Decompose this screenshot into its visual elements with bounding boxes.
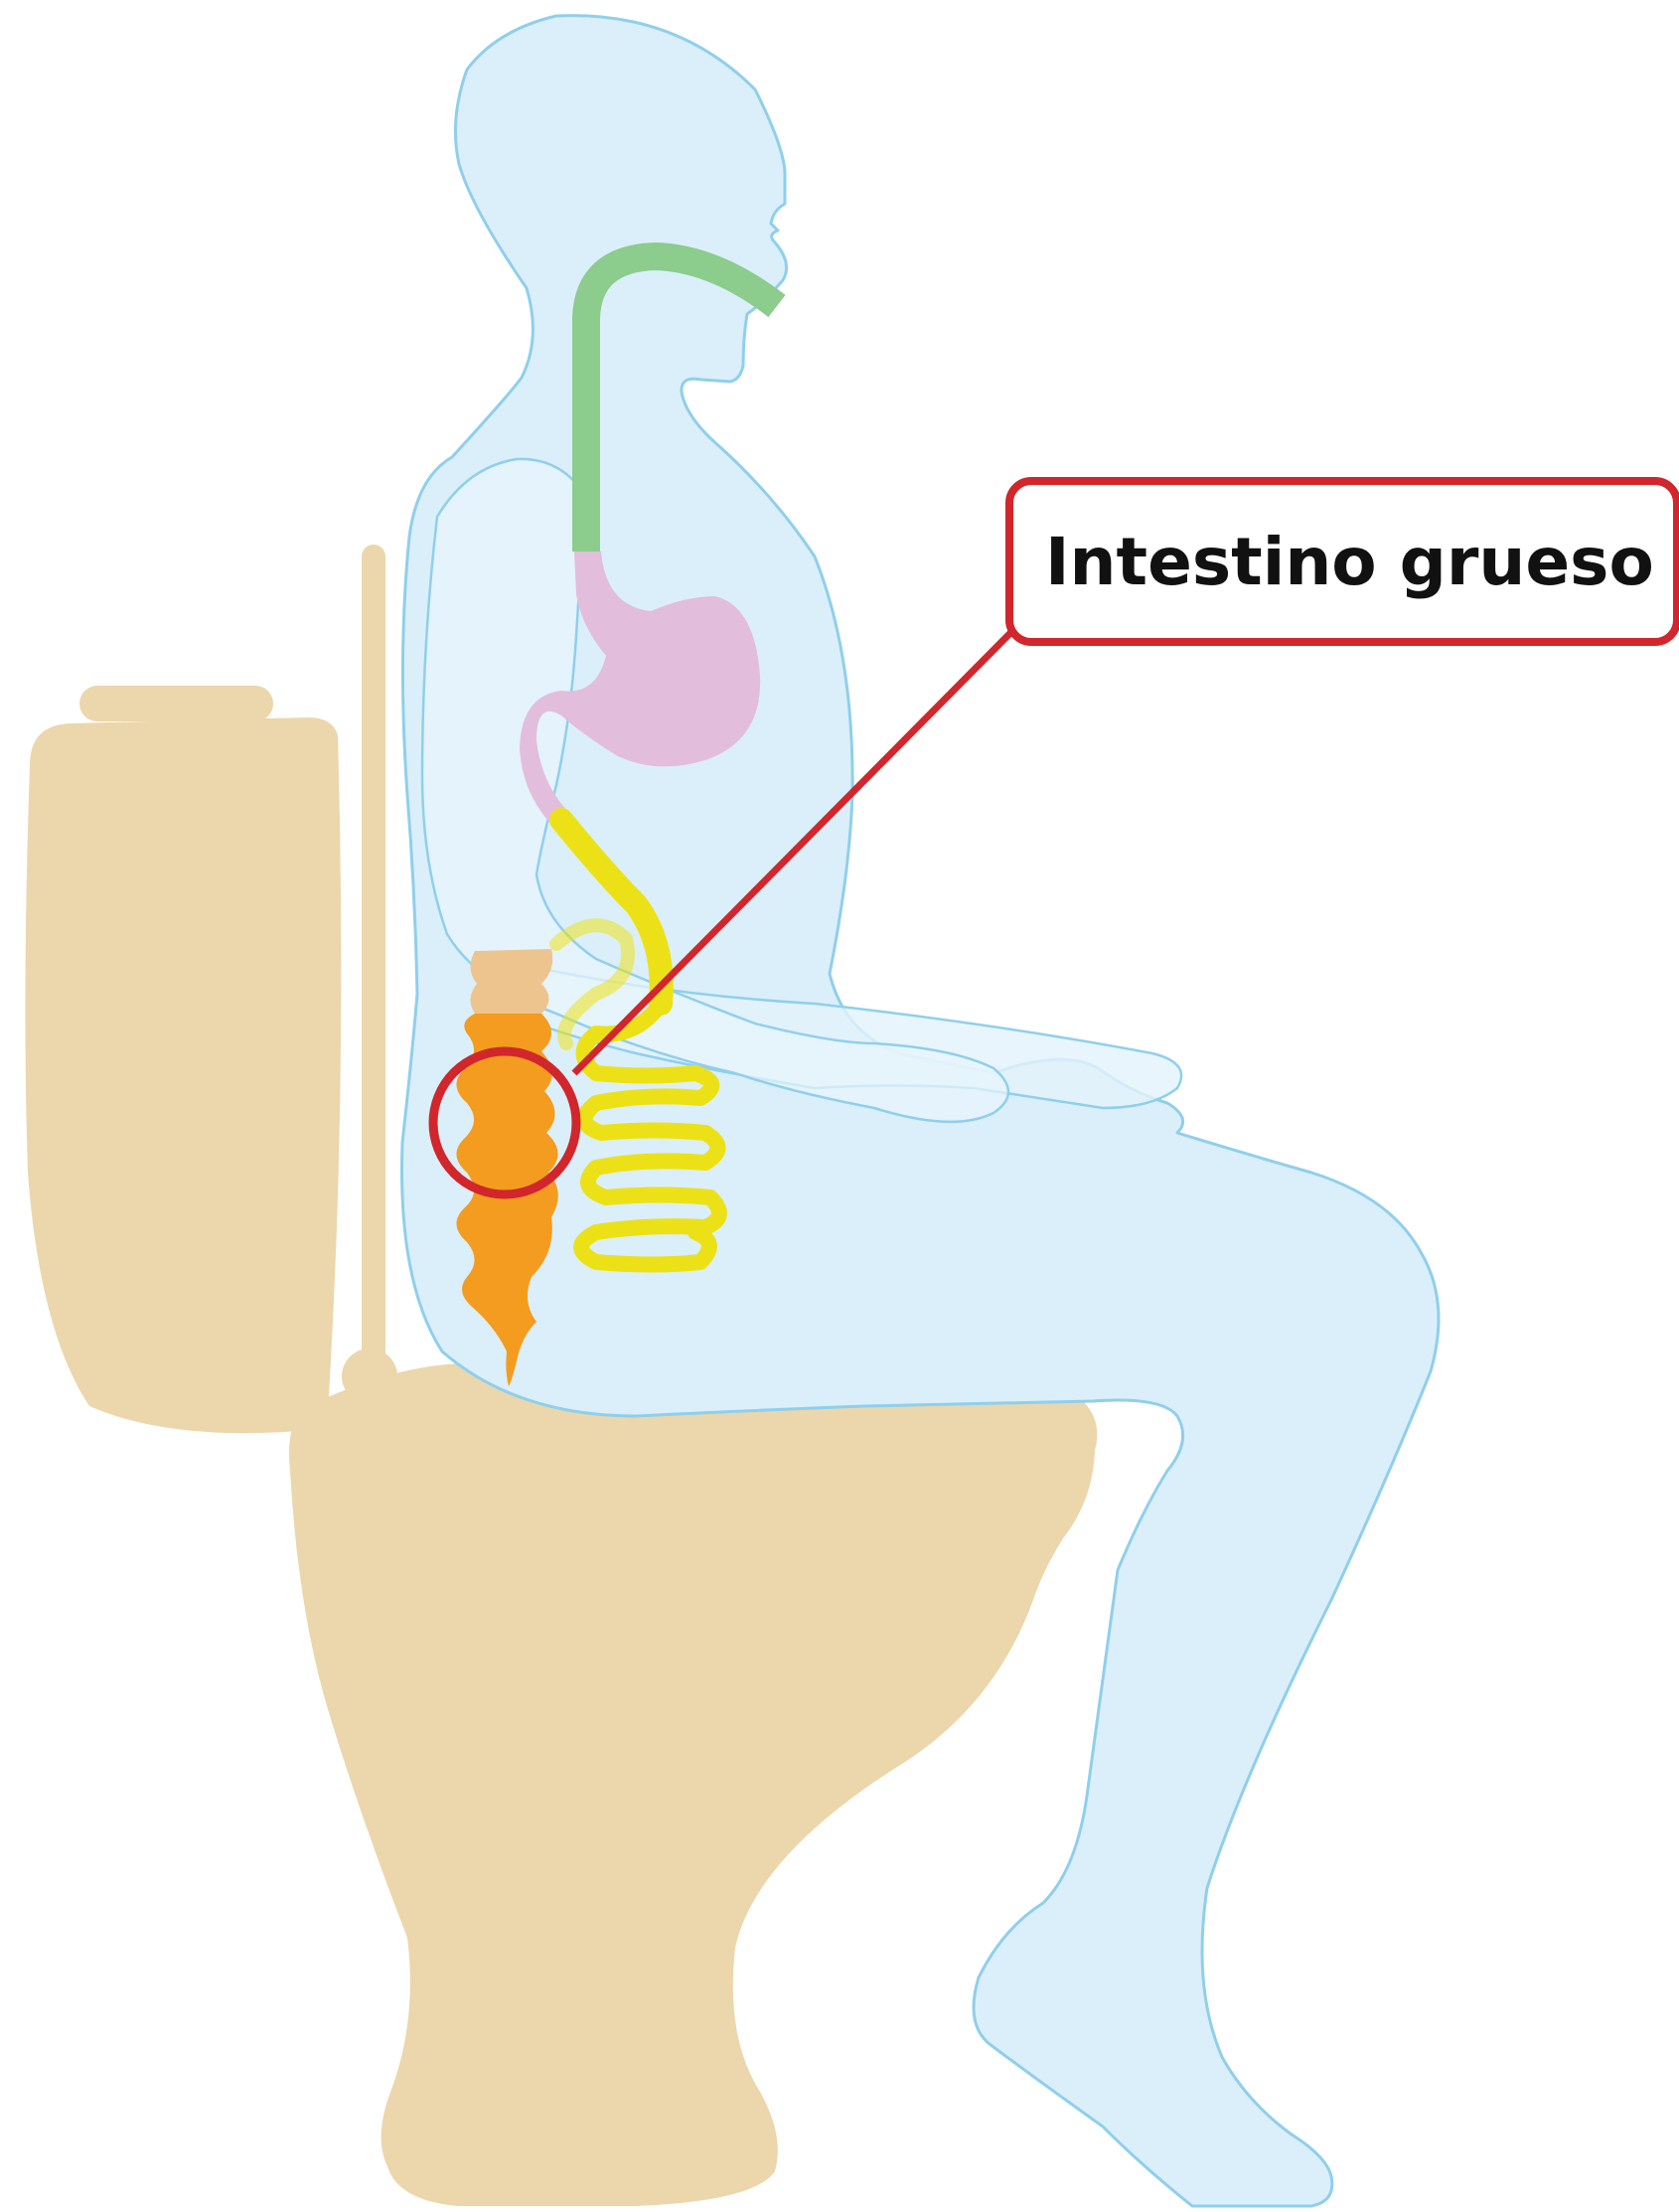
toilet-tank-lid xyxy=(79,686,273,721)
large-intestine-upper xyxy=(470,949,552,1014)
toilet-tank xyxy=(25,717,341,1433)
toilet-pipe xyxy=(362,545,385,1379)
toilet-bowl xyxy=(289,1363,1097,2206)
label-box: Intestino grueso xyxy=(1005,477,1679,646)
organ-label: Intestino grueso xyxy=(1045,524,1654,600)
